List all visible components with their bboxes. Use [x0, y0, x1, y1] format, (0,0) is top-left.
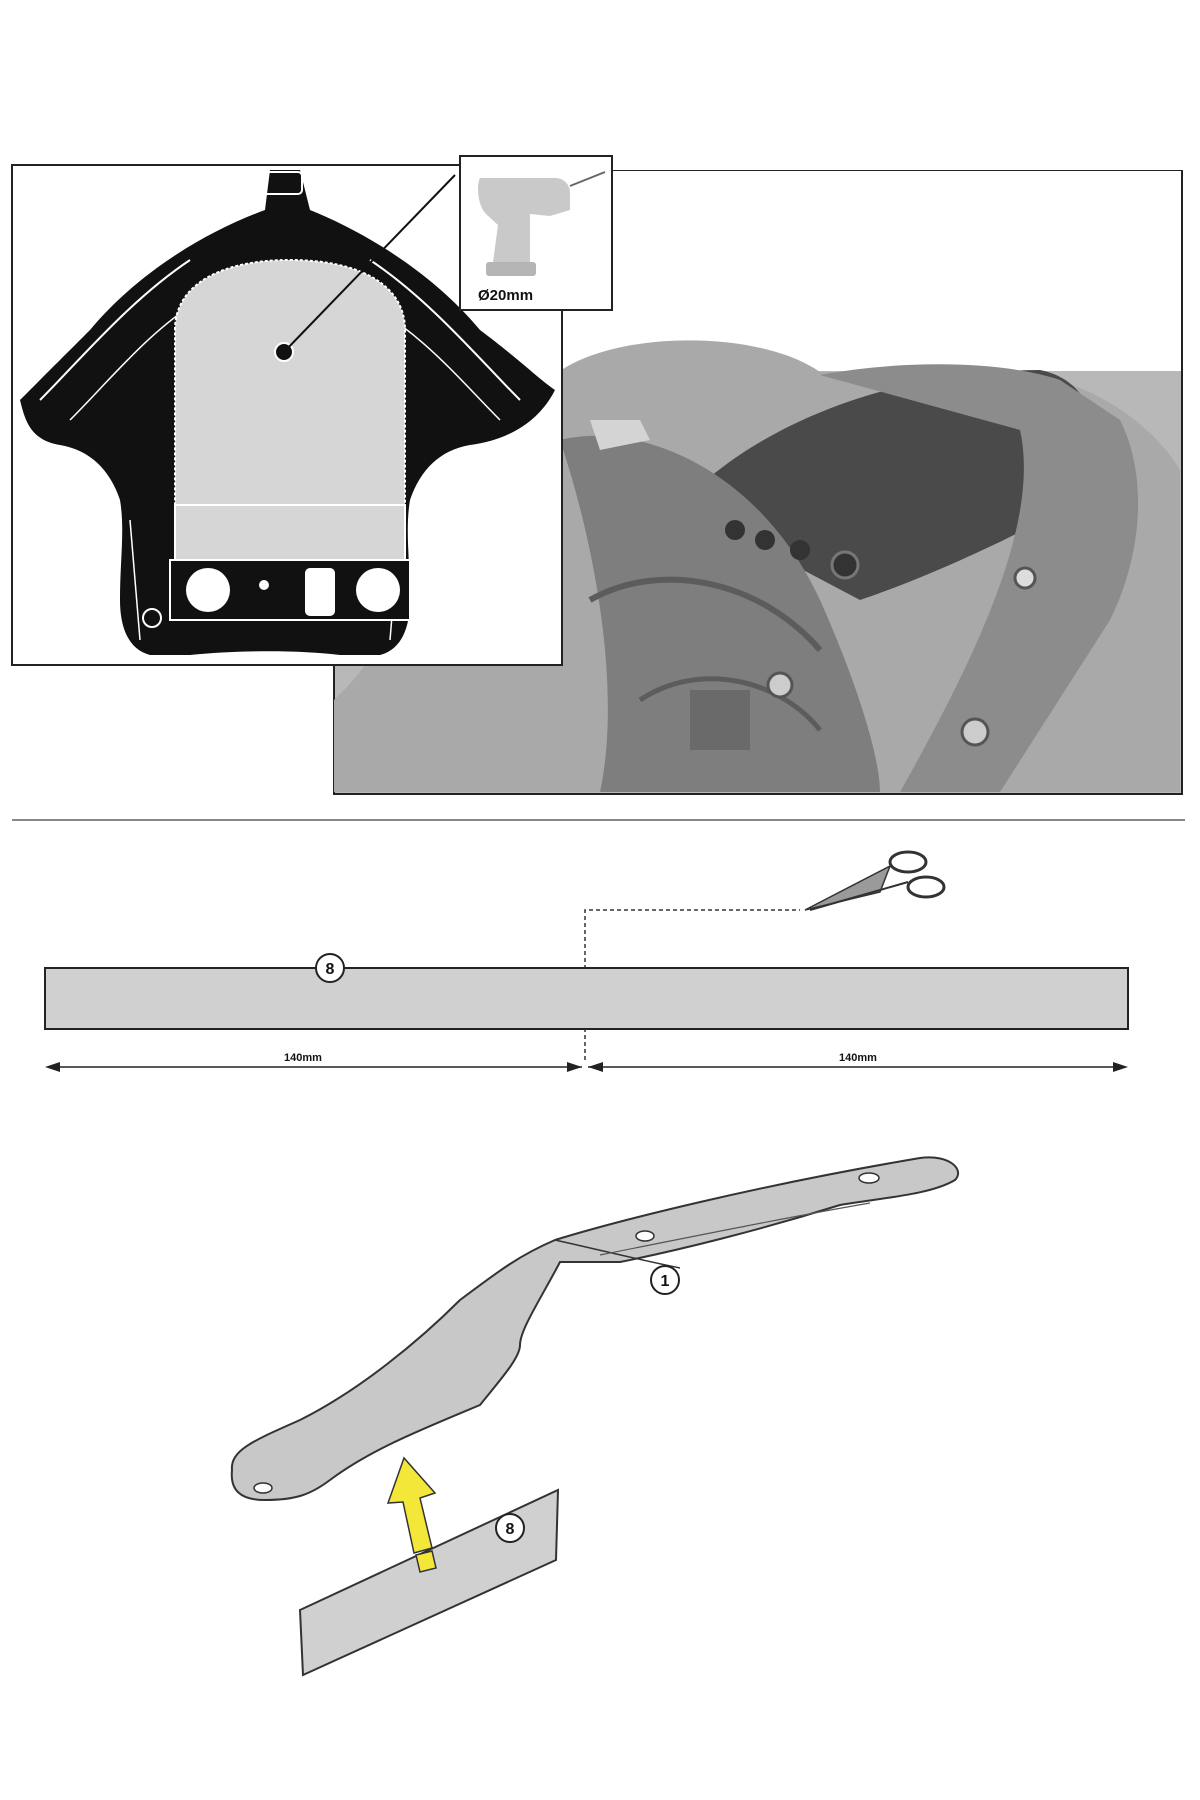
adhesive-strip [44, 967, 1129, 1030]
adhesive-strip-piece [298, 1488, 560, 1677]
part-number-badge [650, 1265, 680, 1295]
strip-part-label: 8 [506, 1521, 515, 1538]
drill-icon [478, 171, 606, 276]
drill-inset: Ø20mm [459, 155, 613, 311]
part-number-label: 8 [326, 961, 335, 978]
drill-diameter-label: Ø20mm [478, 287, 533, 304]
bracket-application-section: 1 8 [230, 1156, 960, 1677]
dimension-right-label: 140mm [839, 1052, 877, 1064]
arrow-up-icon [386, 1456, 437, 1573]
dimension-left-label: 140mm [284, 1052, 322, 1064]
cut-strip-section: 8 140mm 140mm [44, 850, 1129, 1072]
part-number-badge [495, 1513, 525, 1543]
scissors-icon [804, 850, 946, 911]
mounting-bracket [230, 1156, 960, 1502]
tail-cover-diagram [11, 164, 563, 666]
part-number-badge [315, 953, 345, 983]
motorcycle-photo [333, 170, 1183, 795]
bracket-part-label: 1 [661, 1273, 670, 1290]
